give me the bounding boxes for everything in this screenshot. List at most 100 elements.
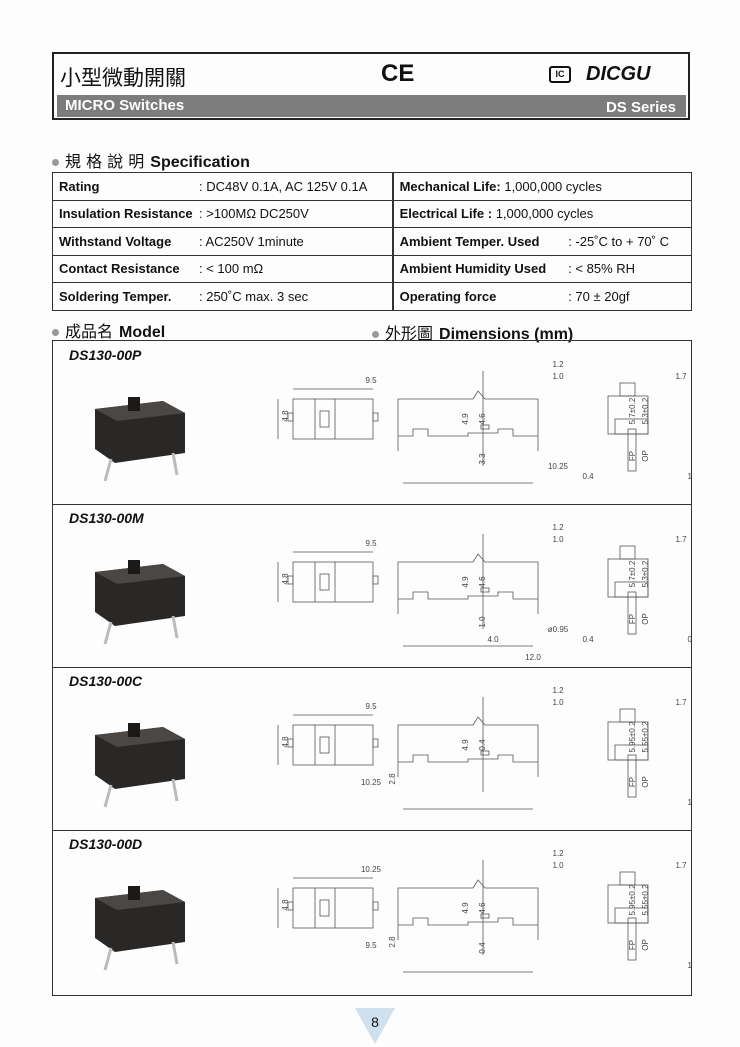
dimension-label: 2.8	[388, 936, 397, 948]
dimension-label: 1.7	[675, 698, 687, 707]
bullet-icon	[52, 159, 59, 167]
spec-right-cell: Ambient Humidity Used : < 85% RH	[392, 254, 692, 283]
dimension-label: 4.8	[281, 899, 290, 911]
spec-key: Ambient Temper. Used	[399, 233, 540, 249]
spec-left-cell: Contact Resistance : < 100 mΩ	[51, 254, 394, 283]
spec-key: Mechanical Life:	[399, 178, 501, 194]
dimension-label: 12.0	[525, 653, 541, 662]
dimension-label: FP	[628, 777, 637, 787]
model-name: DS130-00M	[69, 510, 144, 526]
spec-key: Contact Resistance	[59, 261, 180, 277]
dimension-label: 10.25	[548, 462, 569, 471]
spec-right-cell: Ambient Temper. Used : -25˚C to + 70˚ C	[392, 227, 692, 256]
dimension-label: 0.4	[582, 472, 594, 481]
spec-value: : < 85% RH	[568, 261, 636, 277]
spec-row: Rating : DC48V 0.1A, AC 125V 0.1A Mechani…	[51, 172, 692, 201]
dimension-label: 2.8	[388, 773, 397, 785]
switch-photo	[95, 723, 185, 808]
spec-value: : 250˚C max. 3 sec	[199, 288, 309, 304]
dimension-label: 5.95±0.2	[628, 884, 637, 916]
dimension-label: 1.0	[552, 535, 564, 544]
dimension-label: ø0.95	[548, 625, 569, 634]
end-view	[607, 545, 649, 635]
dimension-label: 1.2	[552, 686, 564, 695]
spec-row: Soldering Temper. : 250˚C max. 3 sec Oper…	[51, 282, 692, 311]
dimension-label: 9.5	[365, 702, 377, 711]
spec-value: 1,000,000 cycles	[495, 206, 594, 222]
dimension-label: 1.2	[552, 523, 564, 532]
dimension-label: 4.8	[281, 573, 290, 585]
spec-value: : 70 ± 20gf	[568, 288, 630, 304]
dimension-label: 1.0	[552, 698, 564, 707]
front-view	[277, 388, 379, 440]
spec-table: Rating : DC48V 0.1A, AC 125V 0.1A Mechani…	[51, 172, 692, 311]
dimension-label: OP	[641, 776, 650, 788]
end-view	[607, 871, 649, 961]
spec-key: Operating force	[399, 288, 497, 304]
dimension-label: 0.8	[687, 635, 691, 644]
dimension-label: FP	[628, 614, 637, 624]
subtitle: MICRO Switches	[65, 97, 185, 114]
side-view	[397, 860, 539, 973]
dimension-label: 1.2	[552, 849, 564, 858]
dimension-label: 0.4	[478, 739, 487, 751]
side-view	[397, 534, 539, 647]
spec-key: Rating	[59, 178, 100, 194]
title-cn: 小型微動開關	[60, 66, 186, 90]
switch-photo	[95, 397, 185, 482]
series-label: DS Series	[605, 99, 676, 116]
dimension-label: 5.7±0.2	[628, 560, 637, 587]
spec-value: : AC250V 1minute	[199, 233, 304, 249]
bullet-icon	[372, 331, 379, 339]
header-box: 小型微動開關 CE IC DICGU MICRO Switches DS Ser…	[52, 52, 690, 120]
dimension-label: 1.0	[478, 616, 487, 628]
dimension-label: 5.3±0.2	[641, 397, 650, 424]
spec-right-cell: Operating force : 70 ± 20gf	[392, 282, 692, 311]
front-view	[277, 551, 379, 603]
spec-value: : -25˚C to + 70˚ C	[568, 233, 669, 249]
spec-row: Insulation Resistance: >100MΩ DC250V Ele…	[51, 199, 692, 228]
spec-value: : DC48V 0.1A, AC 125V 0.1A	[199, 178, 368, 194]
dimension-label: 9.5	[365, 941, 377, 950]
front-view	[277, 877, 379, 929]
dimension-label: 4.8	[281, 736, 290, 748]
end-view	[607, 708, 649, 798]
dimension-label: 4.9	[461, 576, 470, 588]
spec-value: 1,000,000 cycles	[504, 178, 602, 194]
spec-key: Electrical Life :	[399, 206, 493, 222]
dimension-label: 1.0	[687, 798, 691, 807]
dimension-label: 5.55±0.2	[641, 884, 650, 916]
spec-left-cell: Soldering Temper. : 250˚C max. 3 sec	[51, 282, 394, 311]
title-bar: MICRO Switches DS Series	[57, 95, 686, 117]
dimension-label: 10.25	[361, 778, 382, 787]
switch-photo	[95, 886, 185, 971]
brand-name: DICGU	[586, 63, 651, 85]
front-view	[277, 714, 379, 766]
dimension-label: 1.7	[675, 372, 687, 381]
switch-photo	[95, 560, 185, 645]
spec-value: : < 100 mΩ	[199, 261, 264, 277]
spec-row: Contact Resistance : < 100 mΩ Ambient Hum…	[51, 254, 692, 283]
dimension-label: 0.4	[478, 942, 487, 954]
dimension-label: 5.95±0.2	[628, 721, 637, 753]
spec-key: Soldering Temper.	[59, 288, 172, 304]
dimension-label: FP	[628, 940, 637, 950]
spec-left-cell: Rating : DC48V 0.1A, AC 125V 0.1A	[51, 172, 394, 201]
dimension-label: 3.3	[478, 453, 487, 465]
dimension-label: 4.9	[461, 739, 470, 751]
dimension-label: 1.0	[687, 472, 691, 481]
dimension-label: 4.6	[478, 413, 487, 425]
dimension-label: 4.6	[478, 576, 487, 588]
spec-key: Withstand Voltage	[59, 233, 172, 249]
page-triangle-icon	[355, 1008, 395, 1044]
dimension-label: 1.0	[552, 861, 564, 870]
